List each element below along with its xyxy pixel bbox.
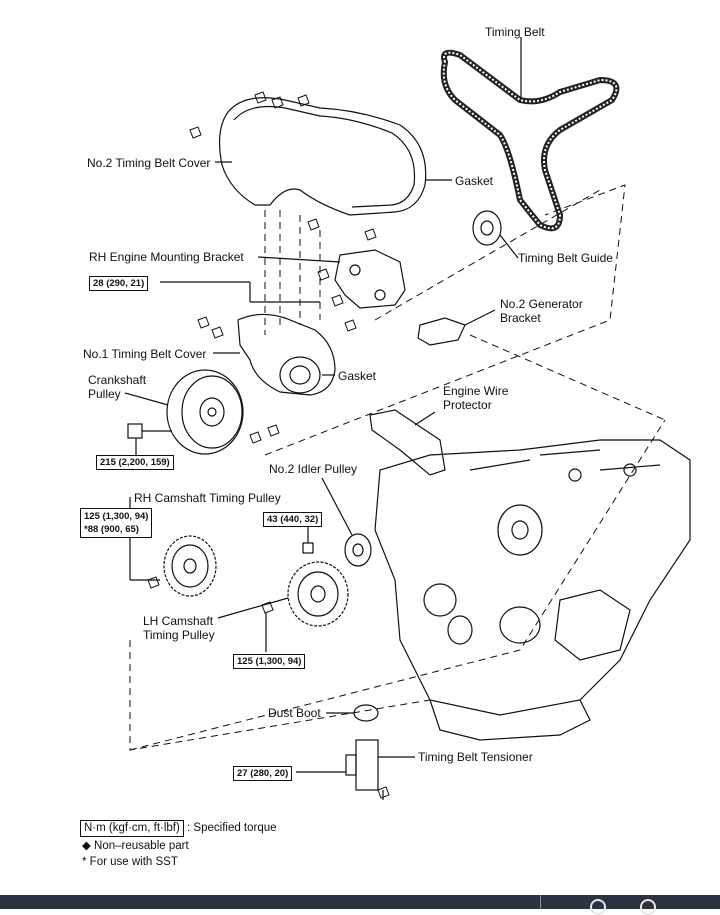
torque-lh-camshaft: 125 (1,300, 94) bbox=[233, 654, 306, 669]
label-no2-generator-bracket: No.2 Generator Bracket bbox=[500, 297, 583, 325]
crankshaft-bolt-drawing bbox=[127, 423, 172, 455]
no2-idler-pulley-drawing bbox=[302, 477, 372, 567]
zoom-icon[interactable] bbox=[590, 899, 606, 915]
torque-bracket: 28 (290, 21) bbox=[89, 276, 149, 291]
legend-nonreusable: ◆ Non–reusable part bbox=[82, 840, 189, 852]
lh-camshaft-timing-pulley-drawing bbox=[217, 561, 349, 652]
fit-icon[interactable] bbox=[640, 899, 656, 915]
label-rh-engine-mounting-bracket: RH Engine Mounting Bracket bbox=[89, 250, 244, 264]
label-crankshaft-pulley: Crankshaft Pulley bbox=[88, 373, 147, 401]
timing-belt-exploded-diagram bbox=[124, 37, 691, 800]
no2-timing-belt-cover-drawing bbox=[218, 97, 427, 216]
label-rh-camshaft-timing-pulley: RH Camshaft Timing Pulley bbox=[134, 491, 281, 505]
label-no1-timing-belt-cover: No.1 Timing Belt Cover bbox=[83, 347, 207, 361]
label-no2-idler-pulley: No.2 Idler Pulley bbox=[269, 462, 358, 476]
torque-rh-camshaft: 125 (1,300, 94) *88 (900, 65) bbox=[80, 508, 153, 538]
legend-unit-text: : Specified torque bbox=[187, 822, 277, 834]
legend-sst: * For use with SST bbox=[82, 856, 178, 868]
timing-belt-guide-drawing bbox=[472, 210, 519, 259]
torque-tensioner: 27 (280, 20) bbox=[233, 766, 293, 781]
label-gasket-lower: Gasket bbox=[338, 369, 377, 383]
engine-wire-protector-drawing bbox=[369, 409, 446, 476]
no2-generator-bracket-drawing bbox=[417, 309, 496, 346]
dust-boot-drawing bbox=[326, 704, 379, 722]
label-no2-timing-belt-cover: No.2 Timing Belt Cover bbox=[87, 156, 211, 170]
bottom-toolbar bbox=[0, 895, 720, 915]
label-timing-belt-tensioner: Timing Belt Tensioner bbox=[418, 750, 533, 764]
torque-crankshaft: 215 (2,200, 159) bbox=[96, 455, 174, 470]
legend-torque: N·m (kgf·cm, ft·lbf) : Specified torque bbox=[80, 820, 277, 837]
no1-timing-belt-cover-drawing bbox=[213, 313, 336, 396]
engine-block-drawing bbox=[374, 439, 691, 741]
label-gasket-top: Gasket bbox=[455, 174, 494, 188]
legend-unit-box: N·m (kgf·cm, ft·lbf) bbox=[80, 820, 184, 837]
label-engine-wire-protector: Engine Wire Protector bbox=[443, 384, 509, 412]
label-lh-camshaft-timing-pulley: LH Camshaft Timing Pulley bbox=[143, 614, 215, 642]
rh-engine-mounting-bracket-drawing bbox=[257, 249, 406, 309]
timing-belt-drawing bbox=[440, 49, 620, 232]
timing-belt-tensioner-drawing bbox=[296, 739, 415, 800]
label-timing-belt-guide: Timing Belt Guide bbox=[518, 251, 613, 265]
toolbar-divider bbox=[540, 895, 541, 909]
torque-idler: 43 (440, 32) bbox=[263, 512, 323, 527]
label-timing-belt: Timing Belt bbox=[485, 25, 545, 39]
label-dust-boot: Dust Boot bbox=[268, 706, 321, 720]
crankshaft-pulley-drawing bbox=[124, 369, 244, 455]
bolts-drawing bbox=[147, 91, 390, 799]
